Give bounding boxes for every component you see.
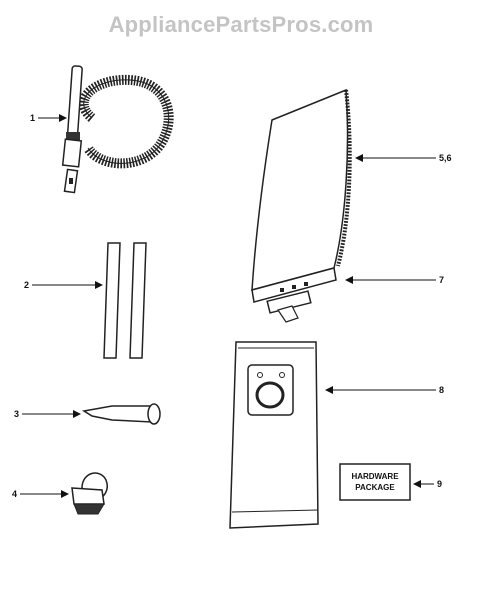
hardware-package-part[interactable]: HARDWARE PACKAGE: [339, 463, 411, 501]
hose-part[interactable]: [61, 65, 174, 194]
wands-part[interactable]: [103, 242, 147, 359]
callout-label-1: 1: [30, 113, 35, 123]
callout-label-2: 2: [24, 280, 29, 290]
callout-label-9: 9: [437, 479, 442, 489]
callout-label-3: 3: [14, 409, 19, 419]
paper-bag-part[interactable]: [251, 88, 352, 291]
cloth-bag-part[interactable]: [229, 341, 319, 529]
callout-label-8: 8: [439, 385, 444, 395]
callout-label-7: 7: [439, 275, 444, 285]
bag-collar-part[interactable]: [251, 267, 337, 323]
crevice-tool-part[interactable]: [81, 403, 161, 425]
callout-label-5-6: 5,6: [439, 153, 452, 163]
hardware-package-line1: HARDWARE: [351, 472, 399, 481]
callout-arrows: [20, 114, 436, 498]
callout-label-4: 4: [12, 489, 17, 499]
hardware-package-line2: PACKAGE: [355, 483, 395, 492]
callout-labels: 1 2 3 4 5,6 7 8 9: [12, 113, 452, 499]
brush-part[interactable]: [71, 472, 108, 515]
watermark: AppliancePartsPros.com: [108, 12, 374, 37]
